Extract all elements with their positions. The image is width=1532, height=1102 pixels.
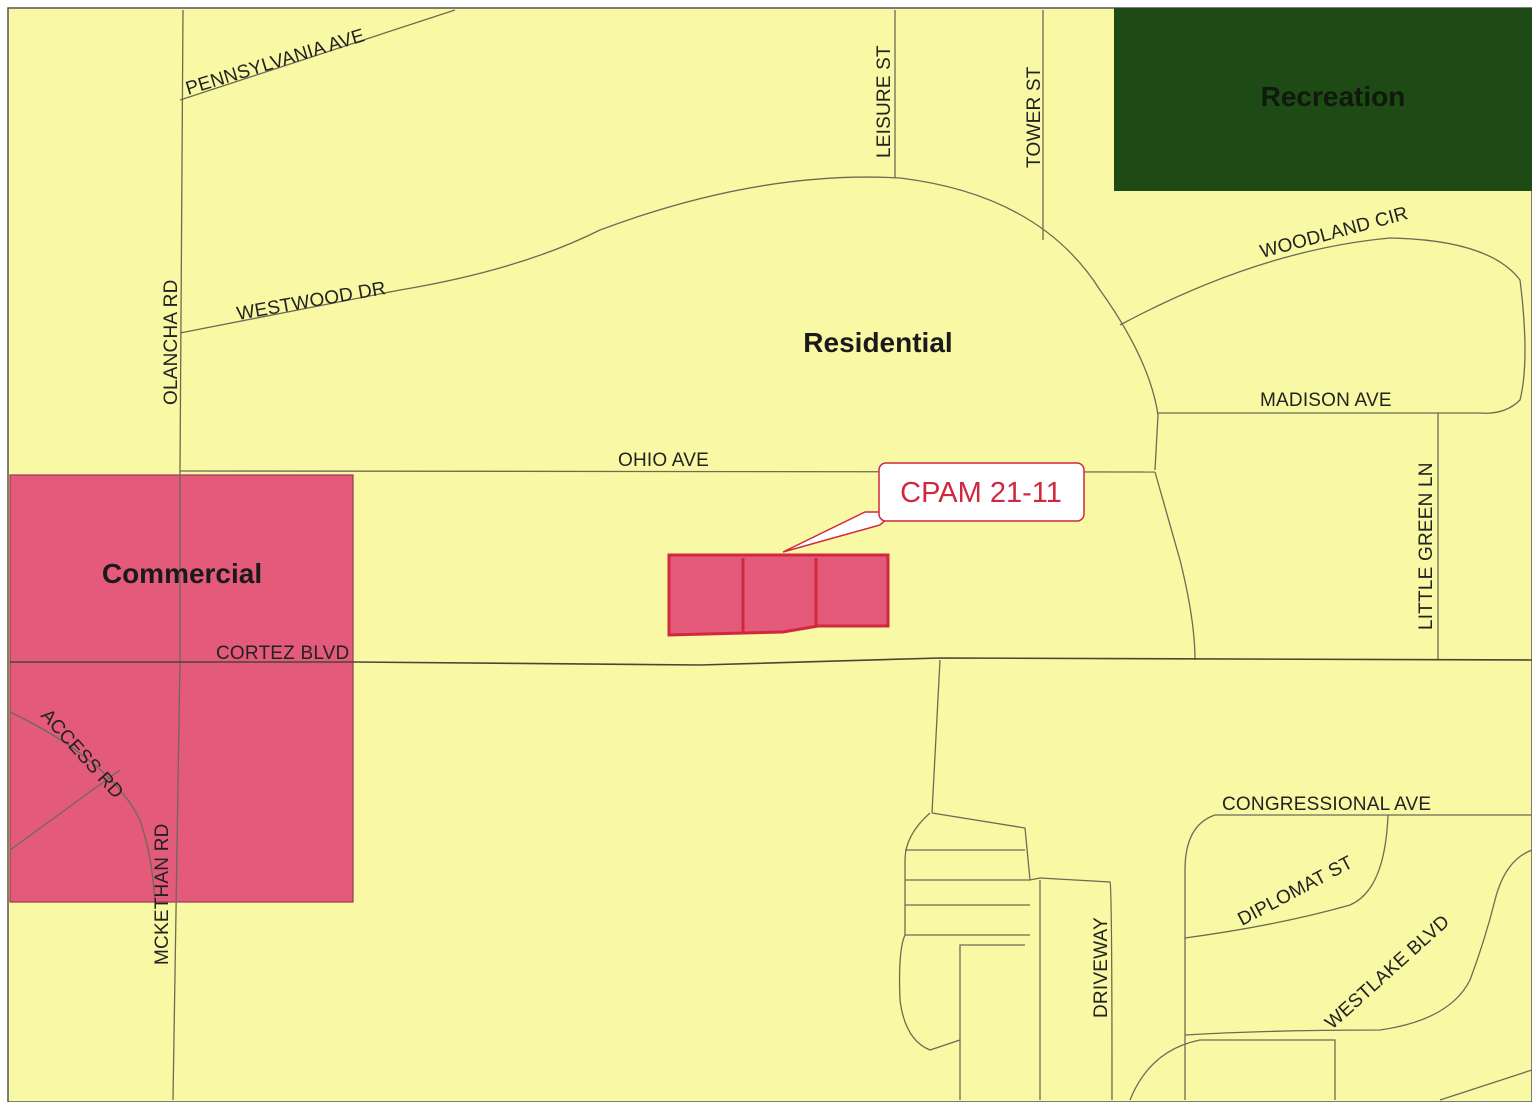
callout-box <box>878 462 1085 522</box>
street-label-leisure-st: LEISURE ST <box>874 45 895 158</box>
street-label-driveway: DRIVEWAY <box>1091 917 1112 1018</box>
street-label-tower-st: TOWER ST <box>1024 66 1045 168</box>
recreation-label: Recreation <box>1261 81 1406 112</box>
street-label-mckethan-rd: MCKETHAN RD <box>152 823 173 965</box>
street-label-ohio-ave: OHIO AVE <box>618 450 709 471</box>
subject-site-outline <box>667 553 890 637</box>
street-label-cortez-blvd: CORTEZ BLVD <box>216 643 349 664</box>
commercial-zone <box>9 474 354 903</box>
subject-site-parcels <box>667 553 890 637</box>
site-callout: CPAM 21-11 <box>782 462 1085 553</box>
street-label-congressional-ave: CONGRESSIONAL AVE <box>1222 794 1431 815</box>
street-label-olancha-rd: OLANCHA RD <box>161 279 182 405</box>
street-label-madison-ave: MADISON AVE <box>1260 390 1392 411</box>
street-label-little-green-ln: LITTLE GREEN LN <box>1416 462 1437 630</box>
recreation-zone <box>1114 8 1532 191</box>
callout-label: CPAM 21-11 <box>900 477 1062 509</box>
residential-label: Residential <box>803 327 952 358</box>
commercial-label: Commercial <box>102 558 262 589</box>
